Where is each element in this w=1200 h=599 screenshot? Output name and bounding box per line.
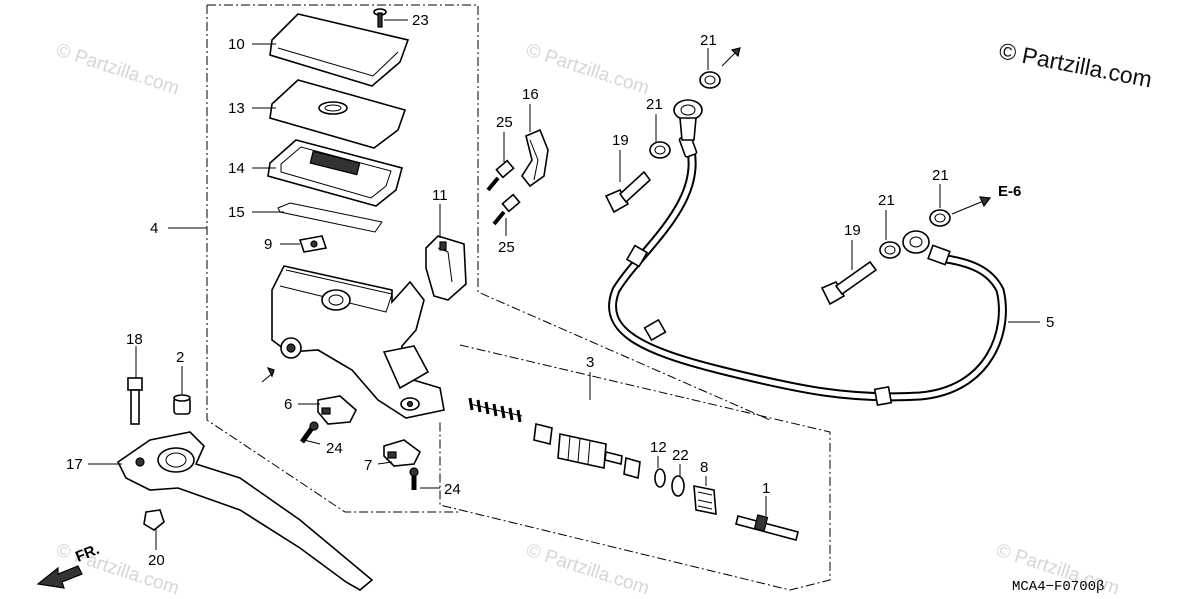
diagram-code: MCA4−F0700β [1012, 579, 1104, 595]
washer-21b [649, 141, 671, 159]
callout-21-lower[interactable]: 21 [878, 192, 895, 209]
clip-9 [298, 235, 328, 253]
callout-8[interactable]: 8 [700, 459, 708, 476]
callout-12[interactable]: 12 [650, 439, 667, 456]
banjo-fitting-upper [673, 99, 703, 141]
callout-7[interactable]: 7 [364, 457, 372, 474]
callout-9[interactable]: 9 [264, 236, 272, 253]
screw-24-lower [409, 467, 419, 490]
callout-5[interactable]: 5 [1046, 314, 1054, 331]
callout-14[interactable]: 14 [228, 160, 245, 177]
watermark-text: © Partzilla.com [53, 40, 181, 100]
callout-21-mid[interactable]: 21 [646, 96, 663, 113]
washer-21a [699, 71, 721, 89]
callout-11[interactable]: 11 [432, 187, 448, 204]
screw-25-lower [492, 193, 521, 226]
callout-24-lower[interactable]: 24 [444, 481, 461, 498]
reservoir-cap [269, 13, 410, 87]
callout-15[interactable]: 15 [228, 204, 245, 221]
washer-21c [879, 241, 901, 259]
leader-lines [88, 19, 1040, 550]
oil-bolt-19b [820, 260, 878, 306]
callout-25-lower[interactable]: 25 [498, 239, 515, 256]
washer-21d [929, 209, 951, 227]
watermark-text: © Partzilla.com [523, 40, 651, 100]
callout-1[interactable]: 1 [762, 480, 770, 497]
master-cylinder-body [271, 265, 445, 419]
reference-e6[interactable]: E-6 [998, 183, 1021, 200]
callout-2[interactable]: 2 [176, 349, 184, 366]
arrow-e6 [951, 196, 992, 215]
callout-3[interactable]: 3 [586, 354, 594, 371]
clutch-hose-5 [608, 134, 1007, 407]
callout-13[interactable]: 13 [228, 100, 245, 117]
callout-20[interactable]: 20 [148, 552, 165, 569]
callout-19-lower[interactable]: 19 [844, 222, 861, 239]
callout-6[interactable]: 6 [284, 396, 292, 413]
callout-21-top[interactable]: 21 [700, 32, 717, 49]
pivot-bolt-18 [127, 377, 143, 425]
holder-11 [425, 235, 467, 301]
screw-24-upper [299, 421, 319, 444]
banjo-fitting-lower [902, 230, 930, 254]
boot-16 [521, 128, 549, 188]
watermark-text: © Partzilla.com [523, 540, 651, 599]
callout-17[interactable]: 17 [66, 456, 83, 473]
callout-24-upper[interactable]: 24 [326, 440, 343, 457]
callouts: 10 23 13 14 15 9 4 11 25 16 25 19 21 21 … [66, 12, 1054, 569]
screw-25-upper [486, 159, 515, 192]
nut-20 [143, 509, 165, 531]
collar-2 [173, 394, 191, 415]
piston-set-3 [468, 397, 717, 515]
callout-4[interactable]: 4 [150, 220, 158, 237]
callout-16[interactable]: 16 [522, 86, 539, 103]
oil-bolt-19a [604, 170, 652, 214]
arrow-upper [721, 47, 741, 67]
callout-21-right[interactable]: 21 [932, 167, 949, 184]
callout-25-upper[interactable]: 25 [496, 114, 513, 131]
diaphragm-plate [269, 79, 407, 149]
callout-19-upper[interactable]: 19 [612, 132, 629, 149]
screw-23 [373, 8, 387, 28]
watermarks: © Partzilla.com © Partzilla.com © Partzi… [53, 40, 1121, 599]
push-rod-1 [735, 514, 799, 541]
callout-23[interactable]: 23 [412, 12, 429, 29]
float-plate [277, 202, 383, 233]
callout-10[interactable]: 10 [228, 36, 245, 53]
diaphragm [267, 139, 403, 207]
spring [468, 397, 523, 423]
assembly-outlines [206, 4, 831, 591]
callout-18[interactable]: 18 [126, 331, 143, 348]
switch-6 [317, 395, 357, 425]
callout-22[interactable]: 22 [672, 447, 689, 464]
clutch-lever-17 [116, 431, 374, 591]
switch-7 [383, 439, 422, 467]
copyright-text: © Partzilla.com [997, 37, 1154, 92]
